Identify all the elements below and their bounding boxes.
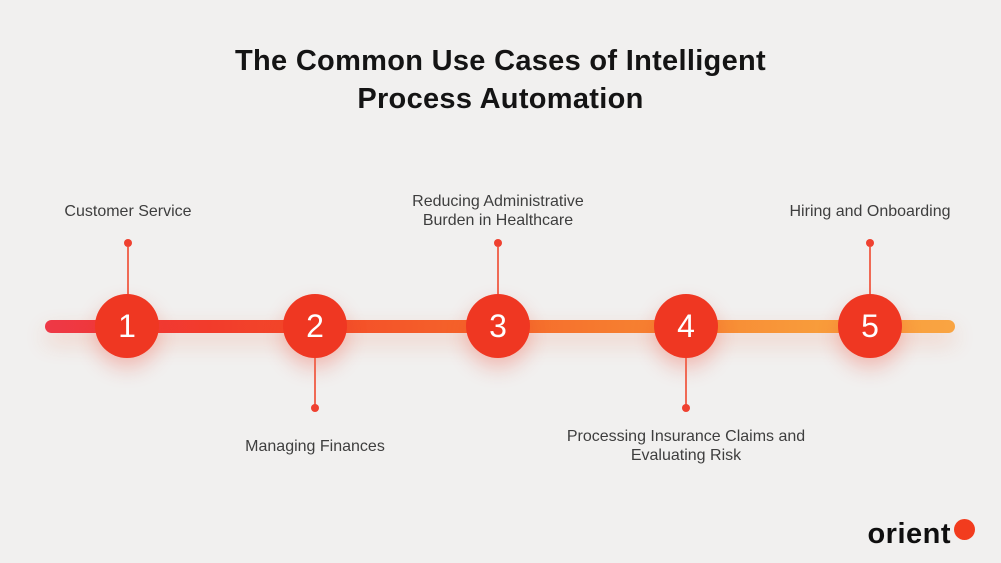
connector-line bbox=[127, 247, 129, 295]
timeline-node-1: 1 bbox=[95, 294, 159, 358]
timeline-node-3: 3 bbox=[466, 294, 530, 358]
node-number: 1 bbox=[118, 308, 136, 344]
timeline-node-4: 4 bbox=[654, 294, 718, 358]
page-title: The Common Use Cases of Intelligent Proc… bbox=[235, 45, 766, 115]
connector-line bbox=[497, 247, 499, 295]
timeline-label-insurance-claims: Processing Insurance Claims and Evaluati… bbox=[566, 428, 806, 464]
node-number: 4 bbox=[677, 308, 695, 344]
brand-logo-dot-icon bbox=[954, 519, 975, 540]
timeline-label-healthcare: Reducing Administrative Burden in Health… bbox=[412, 193, 584, 229]
brand-logo: orient bbox=[867, 518, 975, 550]
connector-dot bbox=[124, 239, 132, 247]
node-number: 5 bbox=[861, 308, 879, 344]
connector-line bbox=[314, 358, 316, 406]
connector-line bbox=[685, 358, 687, 406]
connector-line bbox=[869, 247, 871, 295]
node-number: 2 bbox=[306, 308, 324, 344]
connector-dot bbox=[311, 404, 319, 412]
connector-dot bbox=[866, 239, 874, 247]
timeline-label-managing-finances: Managing Finances bbox=[245, 438, 385, 455]
timeline-node-5: 5 bbox=[838, 294, 902, 358]
timeline-label-hiring-onboarding: Hiring and Onboarding bbox=[789, 203, 951, 220]
connector-dot bbox=[682, 404, 690, 412]
timeline-label-customer-service: Customer Service bbox=[64, 203, 192, 220]
node-number: 3 bbox=[489, 308, 507, 344]
timeline-node-2: 2 bbox=[283, 294, 347, 358]
brand-logo-text: orient bbox=[867, 518, 951, 550]
connector-dot bbox=[494, 239, 502, 247]
